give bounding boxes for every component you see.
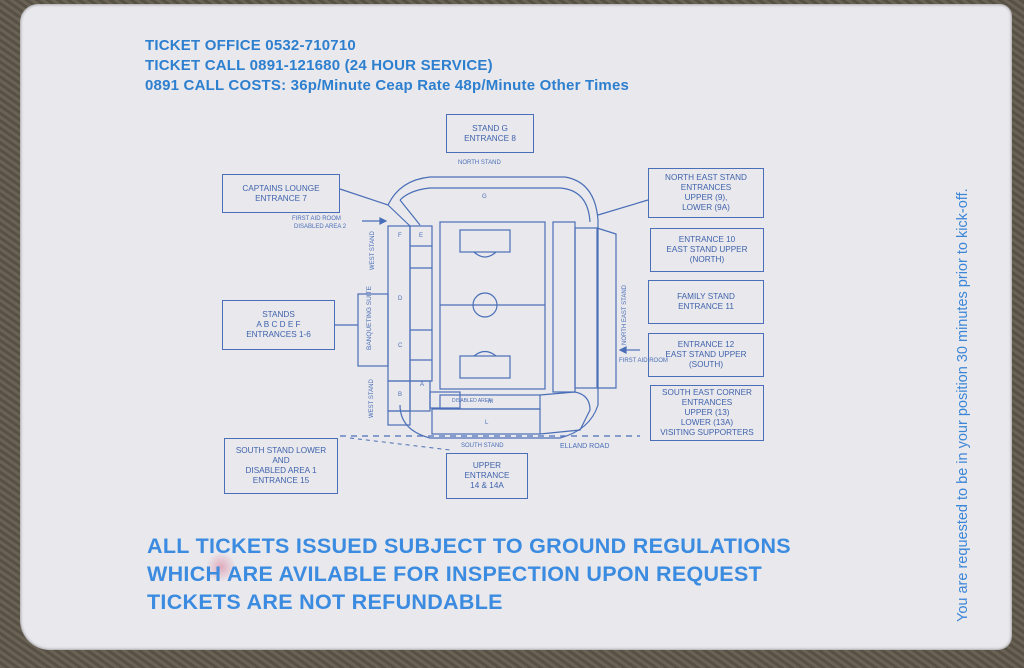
section-d: D: [398, 296, 403, 302]
south-stand-label: SOUTH STAND: [461, 443, 504, 449]
west-stand-label-upper: WEST STAND: [370, 231, 376, 270]
west-stand-label-lower: WEST STAND: [369, 379, 375, 418]
section-c: C: [398, 343, 403, 349]
notice-line-3: TICKETS ARE NOT REFUNDABLE: [147, 590, 503, 614]
notice-line-1: ALL TICKETS ISSUED SUBJECT TO GROUND REG…: [147, 534, 791, 558]
section-g: G: [482, 194, 487, 200]
elland-road-label: ELLAND ROAD: [560, 443, 610, 450]
banqueting-suite-label: BANQUETING SUITE: [366, 286, 373, 350]
first-aid-room-right-label: FIRST AID ROOM: [619, 358, 668, 364]
section-f: F: [398, 233, 402, 239]
section-b: B: [398, 392, 403, 398]
disabled-area-label: DISABLED AREA: [452, 398, 492, 404]
disabled-area-2-label: DISABLED AREA 2: [294, 224, 347, 230]
ticket-card: [20, 4, 1012, 650]
section-e: E: [419, 233, 424, 239]
north-stand-label: NORTH STAND: [458, 160, 501, 166]
north-east-stand-label: NORTH EAST STAND: [622, 284, 628, 345]
first-aid-room-label: FIRST AID ROOM: [292, 216, 341, 222]
section-l: L: [485, 420, 489, 426]
notice-line-2: WHICH ARE AVILABLE FOR INSPECTION UPON R…: [147, 562, 763, 586]
section-a: A: [420, 382, 425, 388]
section-m: M: [488, 399, 493, 405]
ticket-call-line: TICKET CALL 0891-121680 (24 HOUR SERVICE…: [145, 57, 493, 74]
ticket-office-line: TICKET OFFICE 0532-710710: [145, 37, 356, 54]
kick-off-note: You are requested to be in your position…: [955, 188, 971, 622]
call-costs-line: 0891 CALL COSTS: 36p/Minute Ceap Rate 48…: [145, 77, 630, 94]
ink-stain: [206, 552, 236, 582]
